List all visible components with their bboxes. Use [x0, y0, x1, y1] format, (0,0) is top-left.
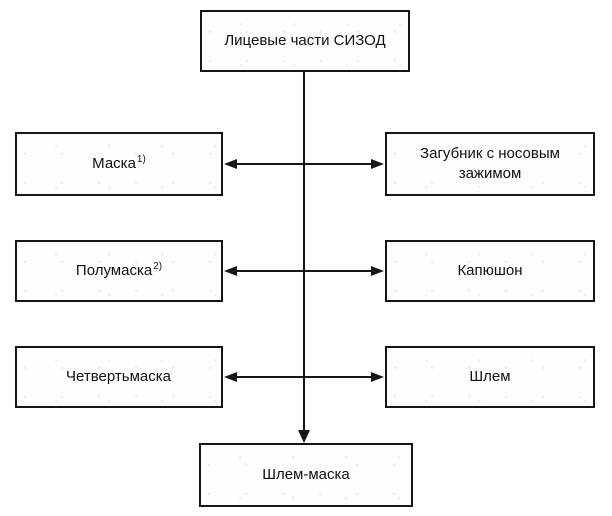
node-shlem-maska-label: Шлем-маска: [262, 465, 350, 483]
node-chetvertmaska-label: Четвертьмаска: [66, 367, 171, 385]
node-zagubnik: Загубник с носовым зажимом: [385, 132, 595, 196]
node-root-label: Лицевые части СИЗОД: [224, 31, 386, 49]
row2-arrowhead-right-icon: [371, 266, 384, 276]
footnote-marker-1: 1): [136, 153, 146, 165]
node-zagubnik-label: Загубник с носовым зажимом: [420, 144, 560, 182]
footnote-marker-2: 2): [153, 260, 163, 272]
node-root: Лицевые части СИЗОД: [200, 10, 410, 72]
node-kapyushon-label: Капюшон: [457, 261, 523, 279]
row3-arrowhead-left-icon: [224, 372, 237, 382]
node-maska: Маска1): [15, 132, 223, 196]
node-polumaska: Полумаска2): [15, 240, 223, 302]
row3-arrowhead-right-icon: [371, 372, 384, 382]
row1-arrowhead-left-icon: [224, 159, 237, 169]
node-shlem-maska: Шлем-маска: [199, 443, 413, 507]
arrowhead-down-icon: [298, 430, 310, 443]
row1-arrowhead-right-icon: [371, 159, 384, 169]
node-polumaska-label: Полумаска2): [75, 260, 163, 279]
node-maska-label: Маска1): [92, 153, 146, 172]
node-shlem: Шлем: [385, 346, 595, 408]
node-chetvertmaska: Четвертьмаска: [15, 346, 223, 408]
row2-arrowhead-left-icon: [224, 266, 237, 276]
node-kapyushon: Капюшон: [385, 240, 595, 302]
node-shlem-label: Шлем: [469, 367, 511, 385]
